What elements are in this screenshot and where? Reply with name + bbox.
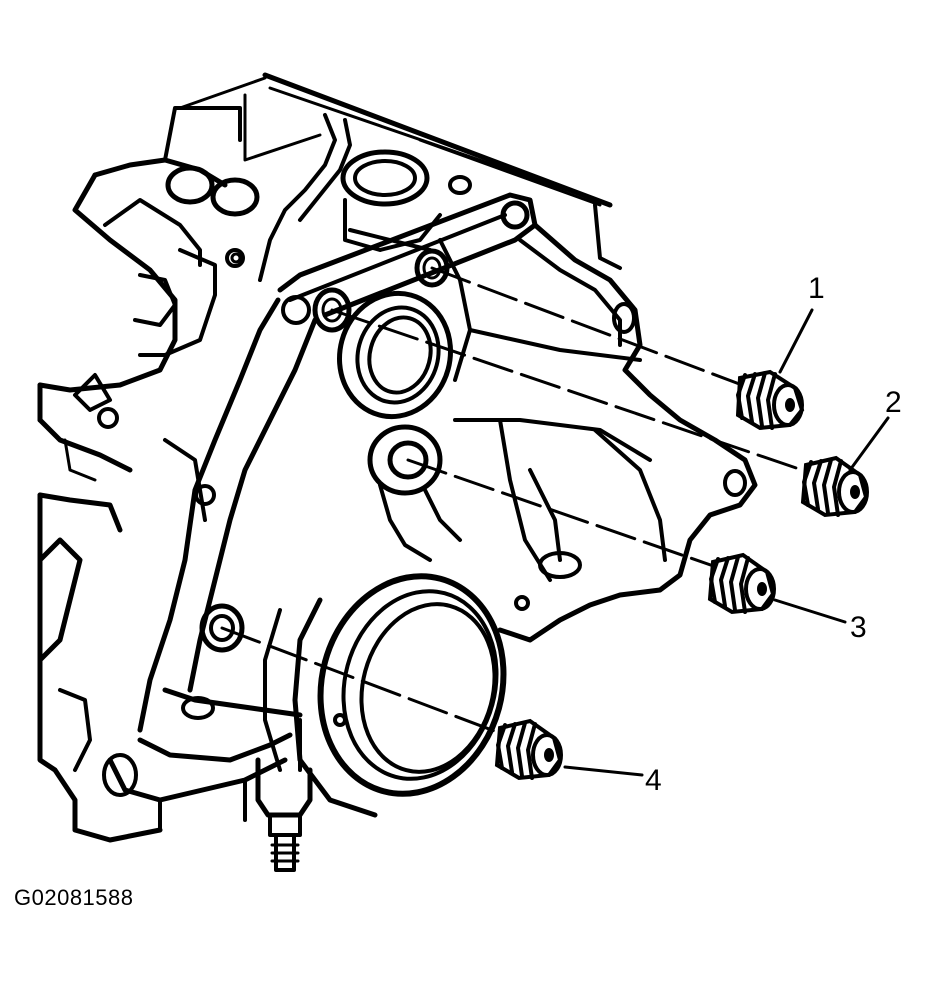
block-top-deck (163, 72, 622, 270)
plug-assembly-lines (220, 266, 810, 737)
callout-4: 4 (563, 764, 662, 797)
alignment-line-plug-1 (430, 266, 744, 387)
gallery-plug-4 (494, 718, 563, 781)
callout-2-label: 2 (885, 386, 902, 419)
camshaft-rear-bore (312, 248, 453, 420)
plug-3-boss (367, 424, 462, 562)
callout-3-leader (773, 598, 847, 624)
engine-block-illustration (37, 72, 758, 872)
callout-3: 3 (773, 598, 867, 644)
block-right-lobe (438, 222, 758, 643)
alignment-line-plug-4 (220, 626, 507, 737)
figure-code: G02081588 (14, 885, 134, 910)
callout-2-leader (848, 416, 890, 472)
block-left-outline (37, 157, 228, 843)
gallery-plug-3 (707, 552, 776, 615)
callout-2: 2 (848, 386, 902, 472)
callout-1-leader (778, 308, 814, 374)
callout-1: 1 (778, 272, 825, 374)
callout-1-label: 1 (808, 272, 825, 305)
callout-4-leader (563, 765, 644, 777)
callout-3-label: 3 (850, 611, 867, 644)
rear-bulkhead-frame (137, 113, 538, 733)
oil-pan-stud (255, 757, 313, 872)
callout-4-label: 4 (645, 764, 662, 797)
oil-filter-boss (340, 149, 472, 252)
alignment-line-plug-3 (406, 458, 727, 572)
alignment-line-plug-2 (330, 308, 810, 474)
gallery-plug-2 (800, 455, 869, 518)
cylinder-bore-openings (73, 165, 260, 429)
rear-main-seal-bore (263, 573, 507, 818)
gallery-plug-1 (735, 369, 805, 431)
